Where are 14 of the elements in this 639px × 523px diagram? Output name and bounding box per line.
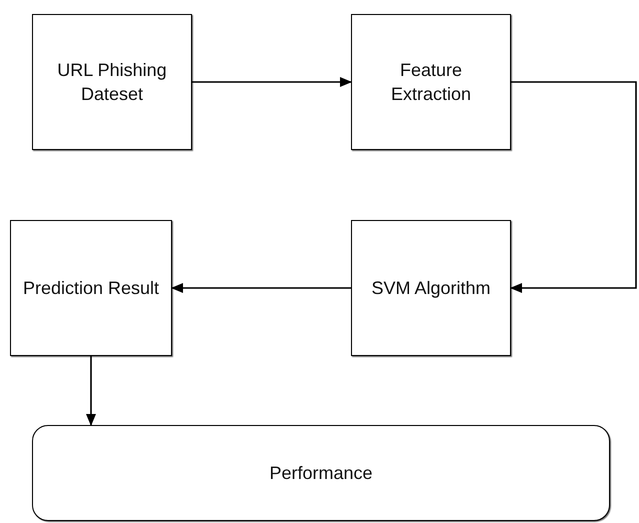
- process-box: [351, 220, 511, 356]
- arrow: [86, 356, 96, 426]
- process-box: [351, 14, 511, 150]
- node-label: SVM Algorithm: [370, 277, 492, 300]
- arrow: [510, 81, 637, 293]
- process-box: [10, 220, 172, 356]
- arrow: [171, 283, 351, 293]
- node-label: Feature Extraction: [390, 59, 472, 106]
- node-label: Performance: [268, 462, 374, 485]
- terminal-box: [32, 425, 610, 521]
- process-box: [32, 14, 192, 150]
- node-label: Prediction Result: [22, 277, 160, 300]
- arrow: [192, 77, 352, 87]
- node-label: URL Phishing Dateset: [56, 59, 168, 106]
